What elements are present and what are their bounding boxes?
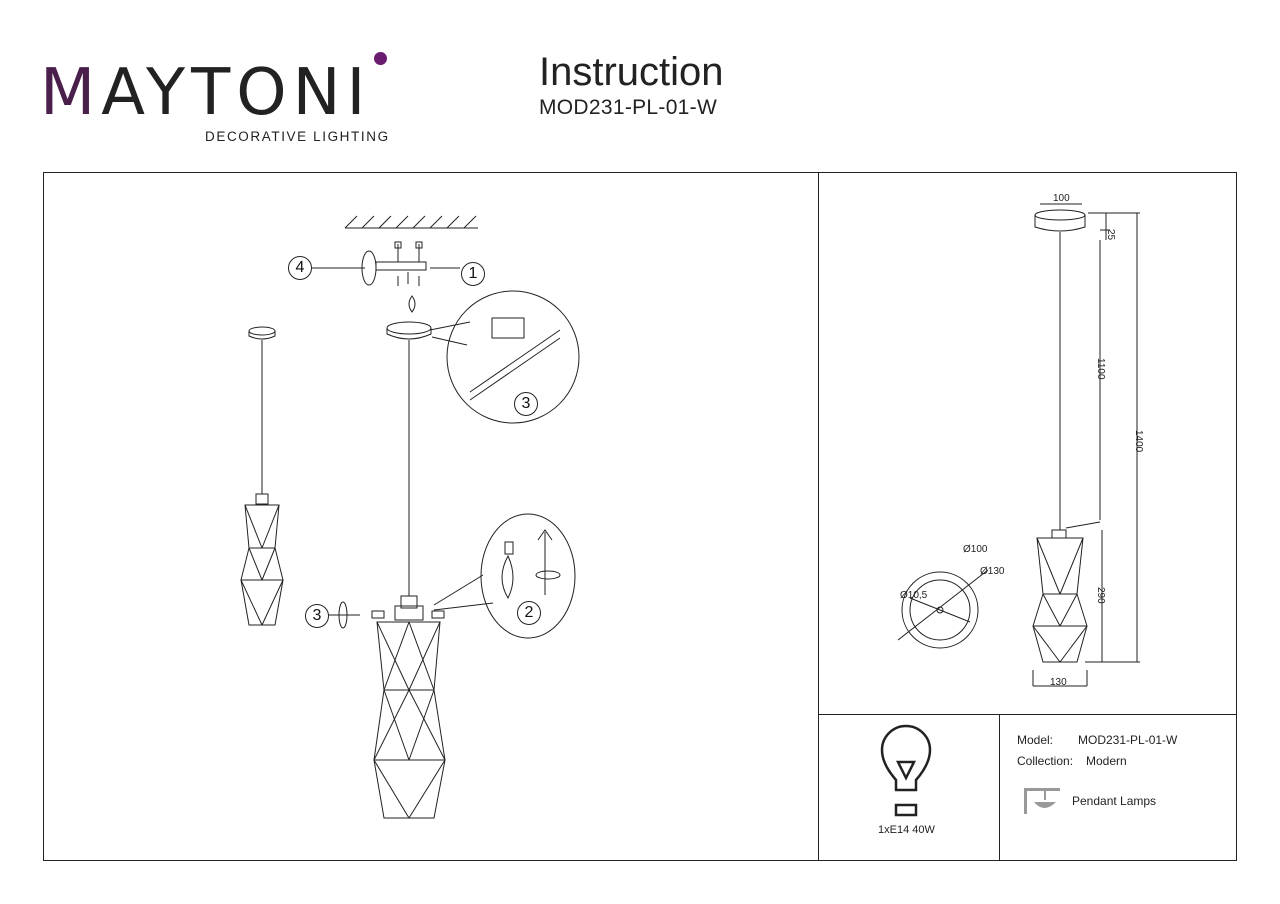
step-3-detail-marker: 3 — [514, 392, 538, 416]
model-value: MOD231-PL-01-W — [1078, 733, 1178, 747]
dim-shade-width: 130 — [1050, 677, 1067, 688]
dim-canopy-height: 25 — [1105, 229, 1116, 241]
dimension-drawing — [897, 203, 1140, 687]
collection-label: Collection: — [1017, 754, 1074, 768]
brand-name-rest: AYTONI — [101, 56, 372, 130]
divider-horizontal — [818, 714, 1237, 715]
divider-vertical — [818, 172, 819, 861]
pendant-category-icon — [1024, 788, 1060, 814]
dim-cord-length: 1100 — [1095, 358, 1106, 380]
dim-diam-inner: Ø100 — [963, 544, 988, 555]
dim-shade-height: 290 — [1095, 587, 1106, 604]
step-3-marker: 3 — [305, 604, 329, 628]
brand-logo: MAYTONI — [40, 58, 395, 148]
brand-wordmark: MAYTONI — [40, 58, 371, 128]
ceiling-hatch — [344, 215, 478, 229]
dim-canopy-width: 100 — [1053, 193, 1070, 204]
bulb-spec: 1xE14 40W — [878, 824, 935, 836]
dim-total-height: 1400 — [1133, 430, 1144, 453]
step-4-marker: 4 — [288, 256, 312, 280]
mounting-bracket — [375, 241, 427, 286]
model-code-title: MOD231-PL-01-W — [539, 96, 718, 119]
collection-value: Modern — [1086, 754, 1127, 768]
brand-initial: M — [40, 56, 102, 130]
brand-tagline: DECORATIVE LIGHTING — [205, 129, 390, 144]
step-1-marker: 1 — [461, 262, 485, 286]
category-label: Pendant Lamps — [1072, 794, 1157, 808]
divider-spec — [999, 714, 1000, 861]
shade-large — [373, 621, 446, 819]
step-2-marker: 2 — [517, 601, 541, 625]
diagram-frame — [43, 172, 1237, 861]
dim-diam-outer: Ø130 — [980, 566, 1005, 577]
dim-diam-hole: Ø10,5 — [900, 590, 928, 601]
logo-dot — [374, 52, 387, 65]
page-title: Instruction — [539, 50, 724, 94]
pendant-small — [240, 326, 284, 626]
bulb-icon — [880, 724, 932, 817]
model-label: Model: — [1017, 733, 1054, 747]
